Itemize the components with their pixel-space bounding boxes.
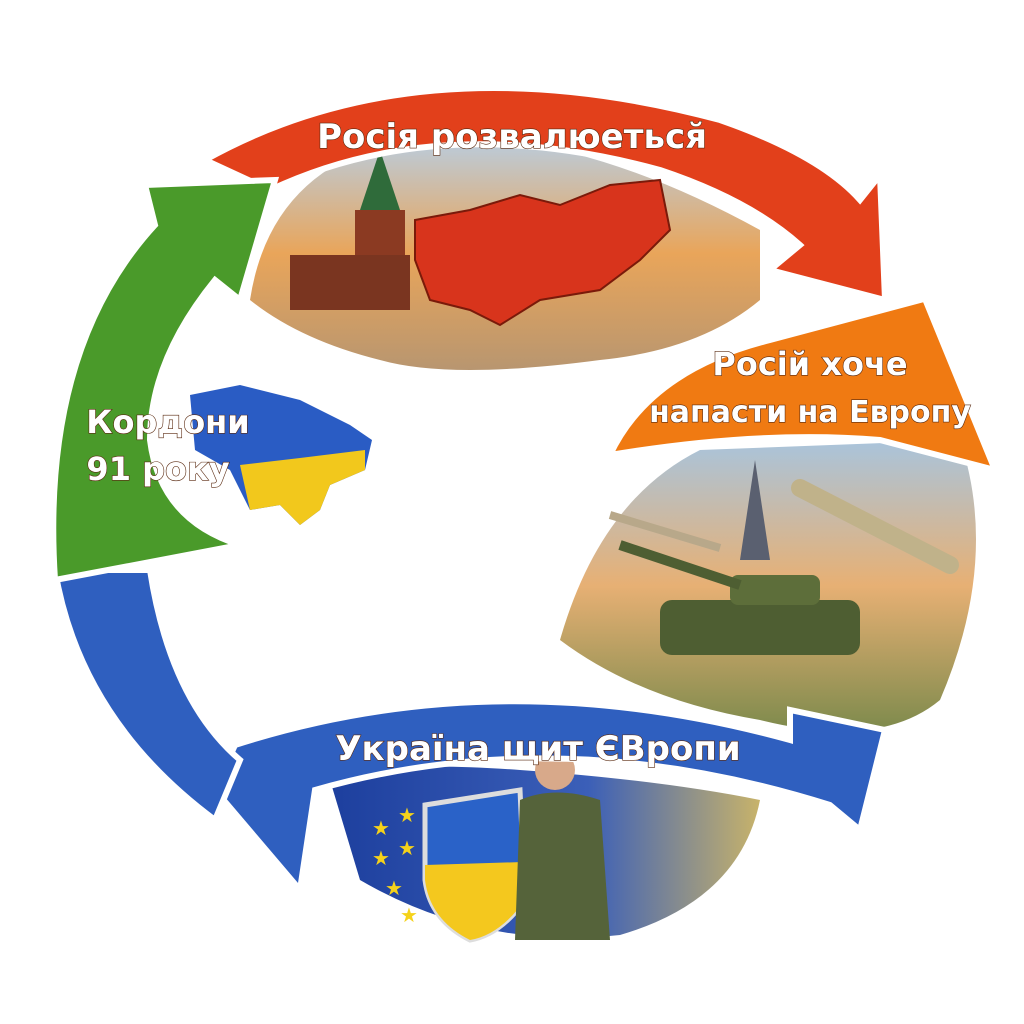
step-label-russia-attacks-line2: напасти на Европу (649, 395, 971, 430)
arrow-ukraine-shield[interactable]: Україна щит ЄВропи (211, 698, 889, 897)
ukraine-shield-scene (330, 750, 760, 943)
svg-text:★: ★ (372, 846, 390, 870)
tank-icon (618, 540, 860, 655)
step-label-russia-collapses: Росія розвалюеться̆ (317, 117, 707, 157)
arrow-russia-collapses[interactable]: Росія розвалюеться̆ (198, 85, 889, 304)
step-label-borders-line1: Кордони (86, 403, 249, 441)
svg-text:★: ★ (400, 903, 418, 927)
step-label-ukraine-shield: Україна щит ЄВропи (335, 729, 740, 769)
kremlin-tower-icon (290, 150, 410, 310)
arrow-borders-1991[interactable]: Кордони 91 року (50, 176, 280, 584)
eiffel-tower-icon (740, 460, 770, 560)
svg-text:★: ★ (398, 803, 416, 827)
russia-map-icon (414, 178, 672, 327)
svg-text:★: ★ (385, 876, 403, 900)
arrow-russia-attacks-europe[interactable]: Росій хоче напасти на Европу (604, 248, 1001, 475)
step-label-borders-line2: 91 року (86, 450, 229, 488)
step-label-russia-attacks-line1: Росій хоче (712, 345, 907, 383)
war-in-europe-scene (560, 440, 976, 732)
svg-text:★: ★ (398, 836, 416, 860)
eu-stars-icon: ★ ★ ★ ★ ★ ★ (372, 803, 418, 927)
missile-icon (608, 479, 959, 574)
russia-collapse-scene (250, 136, 760, 370)
shield-icon (422, 787, 528, 943)
arrow-return-blue (51, 567, 244, 825)
svg-text:★: ★ (372, 816, 390, 840)
